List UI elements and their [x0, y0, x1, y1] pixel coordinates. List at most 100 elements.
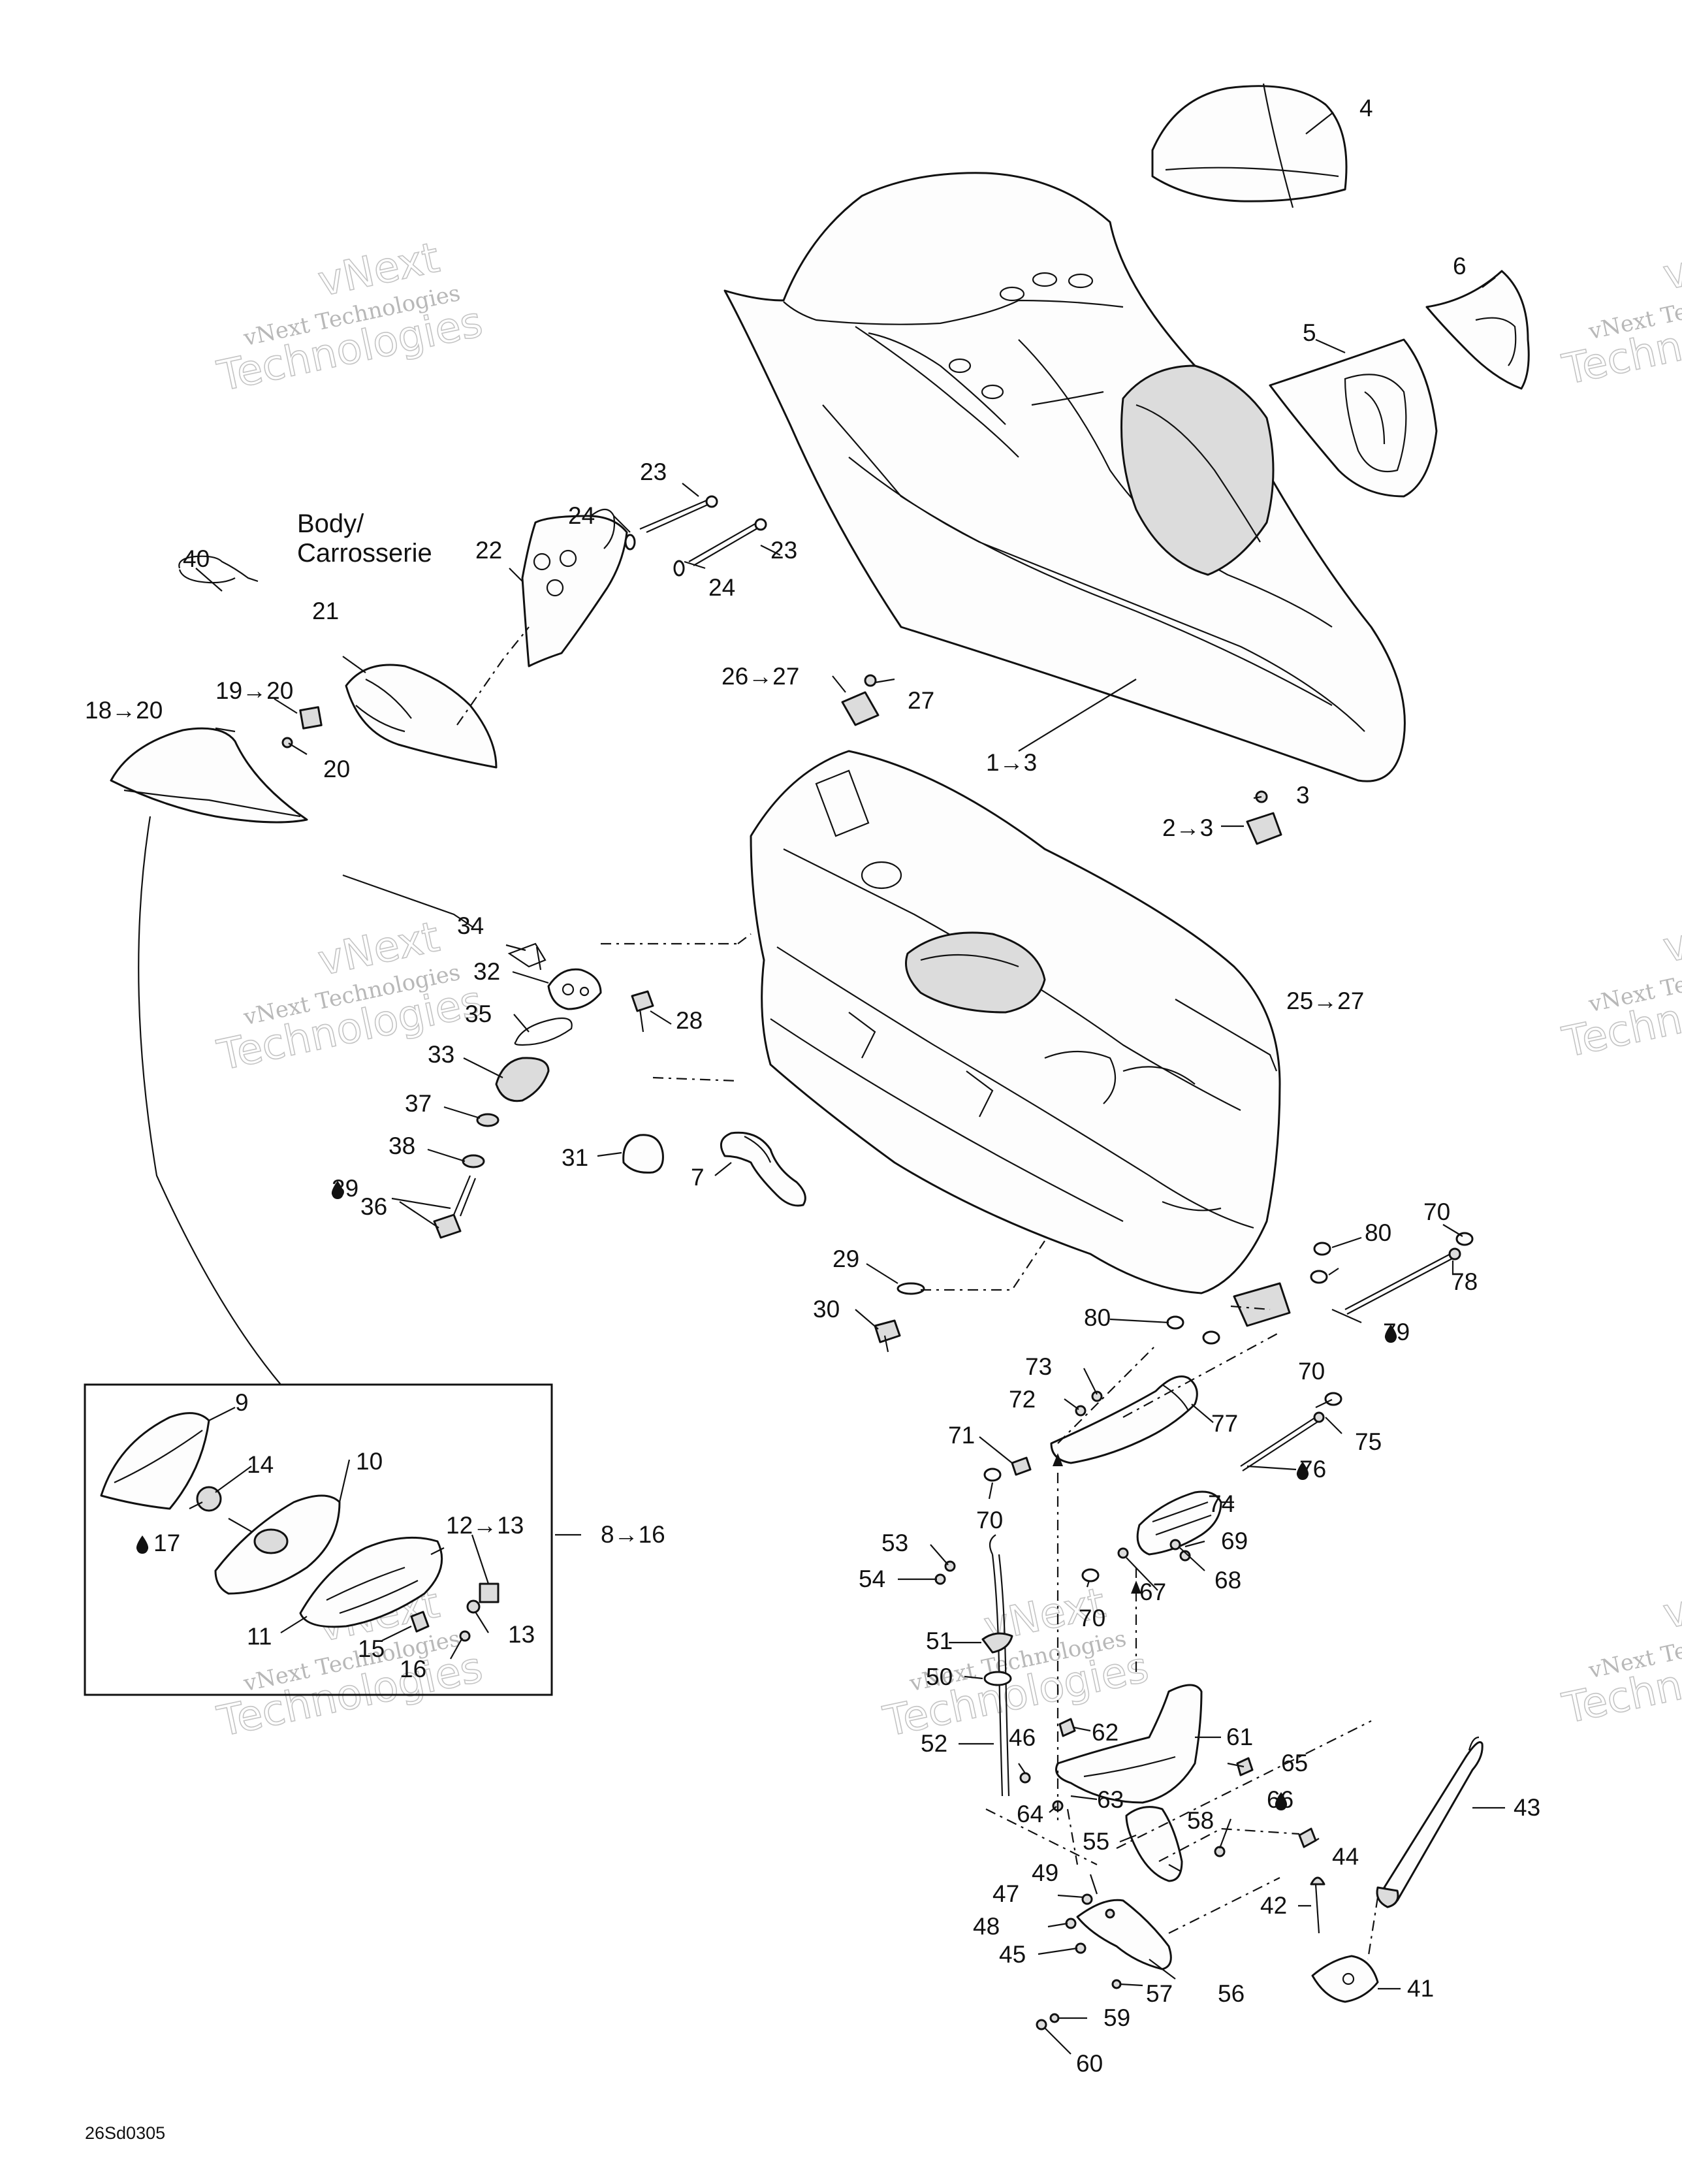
callout-61: 61 — [1226, 1724, 1253, 1750]
callout-64: 64 — [1017, 1801, 1043, 1827]
callout-11: 11 — [247, 1623, 272, 1650]
callout-70c: 70 — [976, 1507, 1003, 1534]
watermark-brand: vNext — [1659, 227, 1682, 300]
callout-22: 22 — [475, 537, 502, 564]
part-23-bolts — [639, 495, 767, 566]
callout-52: 52 — [921, 1730, 947, 1757]
part-35-clip — [514, 1017, 573, 1046]
callout-13: 13 — [508, 1621, 535, 1648]
watermark: vNext vNext Technologies Technologies — [1558, 227, 1682, 395]
part-30-bolt — [874, 1319, 901, 1353]
callout-10: 10 — [356, 1448, 383, 1475]
callout-34: 34 — [457, 912, 484, 939]
body-label-line1: Body/ — [297, 509, 364, 538]
callout-72: 72 — [1009, 1386, 1036, 1413]
callout-71: 71 — [948, 1422, 975, 1449]
callout-43: 43 — [1514, 1794, 1540, 1821]
callout-74: 74 — [1208, 1490, 1235, 1517]
callout-63: 63 — [1097, 1786, 1124, 1813]
part-18-mirror — [110, 727, 308, 824]
part-25-storage-tub — [750, 750, 1291, 1327]
callout-68: 68 — [1214, 1567, 1241, 1594]
watermark: vNext vNext Technologies Technologies — [1558, 1566, 1682, 1734]
part-13-nut — [466, 1599, 481, 1614]
part-32-latch-plate — [547, 968, 602, 1010]
part-34-latch-spring — [507, 942, 547, 971]
callout-58: 58 — [1187, 1807, 1214, 1834]
part-61-bracket — [1055, 1684, 1203, 1804]
drop-icon — [1384, 1325, 1397, 1343]
callout-20: 20 — [323, 756, 350, 782]
callout-6: 6 — [1453, 253, 1467, 280]
watermark-brand: vNext — [1659, 1566, 1682, 1639]
part-2-clip — [1246, 812, 1282, 845]
callout-27: 27 — [908, 687, 934, 714]
arrowheads — [1053, 1453, 1141, 1594]
part-5-vent-cover — [1269, 338, 1438, 498]
callout-24a: 24 — [568, 502, 595, 529]
callout-53: 53 — [881, 1530, 908, 1556]
part-15-spring — [410, 1611, 430, 1633]
part-56-steering-arm — [1076, 1899, 1172, 1970]
callout-55: 55 — [1083, 1828, 1109, 1855]
callout-19: 19→20 — [215, 677, 293, 704]
part-12-nut — [479, 1582, 500, 1603]
callout-28: 28 — [676, 1007, 703, 1034]
callout-15: 15 — [358, 1635, 385, 1662]
part-50-51-clip — [981, 1632, 1013, 1686]
callout-47: 47 — [992, 1880, 1019, 1907]
part-31-cap — [622, 1134, 664, 1174]
callout-56: 56 — [1218, 1980, 1245, 2007]
callout-29: 29 — [833, 1245, 859, 1272]
callout-36: 36 — [360, 1193, 387, 1220]
body-label-line2: Carrosserie — [297, 539, 432, 568]
callout-35: 35 — [465, 1001, 492, 1027]
callout-16: 16 — [400, 1656, 426, 1682]
callout-41: 41 — [1407, 1975, 1434, 2002]
part-71-bolt — [1011, 1456, 1032, 1476]
callout-14: 14 — [247, 1451, 274, 1478]
callout-9: 9 — [235, 1389, 249, 1416]
part-28-bolt — [631, 990, 654, 1033]
callout-30: 30 — [813, 1296, 840, 1323]
part-37-washer — [476, 1113, 500, 1127]
drawing-code: 26Sd0305 — [85, 2123, 165, 2143]
callout-57: 57 — [1146, 1980, 1173, 2007]
part-24-washers — [624, 534, 685, 577]
callout-78: 78 — [1451, 1268, 1478, 1295]
part-55-58-bracket — [1125, 1806, 1226, 1882]
part-67-69-fasteners — [1117, 1539, 1191, 1562]
part-20-screw — [281, 737, 293, 748]
part-21-mirror-housing — [345, 664, 498, 769]
callout-17: 17 — [153, 1530, 180, 1556]
callout-75: 75 — [1355, 1428, 1382, 1455]
callout-12: 12→13 — [446, 1512, 524, 1539]
callout-70b: 70 — [1298, 1358, 1325, 1385]
part-70-bushing — [983, 1232, 1474, 1582]
part-1-hood-body — [723, 172, 1406, 782]
part-77-bracket — [1050, 1375, 1198, 1464]
drop-icon — [1275, 1792, 1288, 1810]
part-41-bracket — [1311, 1955, 1379, 2003]
part-44-ball-joint — [1298, 1827, 1317, 1848]
callout-1: 1→3 — [986, 749, 1037, 776]
drop-icon — [136, 1535, 149, 1554]
callout-24b: 24 — [708, 574, 735, 601]
callout-70d: 70 — [1079, 1605, 1105, 1631]
callout-65: 65 — [1281, 1750, 1308, 1776]
callout-54: 54 — [859, 1566, 885, 1592]
callout-26: 26→27 — [722, 663, 799, 690]
part-36-screw — [433, 1175, 477, 1239]
watermark: vNext vNext Technologies Technologies — [213, 233, 487, 402]
part-10-mirror-back — [214, 1494, 341, 1595]
callout-73: 73 — [1025, 1353, 1052, 1380]
callout-33: 33 — [428, 1041, 454, 1068]
callout-46: 46 — [1009, 1724, 1036, 1751]
part-52-cable — [989, 1534, 1010, 1797]
part-38-washer — [462, 1154, 485, 1168]
callout-62: 62 — [1092, 1719, 1119, 1746]
part-43-gas-spring — [1376, 1736, 1484, 1908]
part-78-rod — [1344, 1247, 1461, 1315]
part-4-windshield — [1151, 83, 1348, 208]
part-26-clip — [841, 691, 880, 726]
